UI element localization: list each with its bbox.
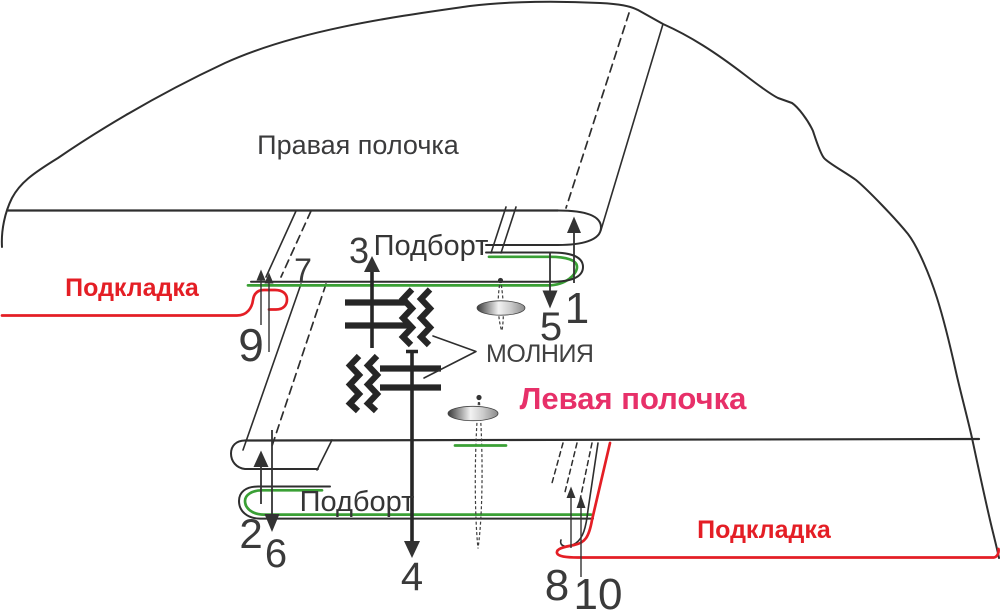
lower-strip-cap (230, 439, 319, 470)
zipper-label-leaders (423, 335, 477, 379)
fold-edge-top (250, 251, 584, 283)
fold-diagonal-dashed-b (271, 283, 327, 447)
step-number-6: 6 (265, 532, 287, 576)
stitch-line-green-top (246, 255, 579, 287)
arrow-step-2 (253, 450, 269, 504)
arrow-step-8 (566, 486, 576, 548)
zipper-teeth-lower (345, 353, 441, 414)
arrow-step-6 (264, 430, 280, 532)
step-number-4: 4 (401, 555, 423, 599)
label-left-front: Левая полочка (520, 381, 747, 416)
arrow-step-9 (264, 272, 274, 352)
thread-tack-upper (476, 277, 526, 332)
step-number-3: 3 (349, 230, 369, 271)
label-facing-bottom: Подборт (300, 486, 415, 518)
jacket-outline (0, 0, 1000, 559)
label-lining-right: Подкладка (697, 516, 832, 544)
step-number-9: 9 (238, 319, 264, 371)
arrow-step-10 (576, 495, 586, 577)
front-inner-edge (600, 23, 664, 231)
arrow-step-1 (567, 216, 581, 283)
arrow-step-4 (404, 349, 420, 558)
thread-tack-lower (447, 394, 508, 549)
lower-fold-dashes (551, 442, 593, 501)
step-number-10: 10 (574, 570, 623, 611)
arrow-step-7 (256, 269, 266, 325)
label-zipper: МОЛНИЯ (486, 340, 593, 368)
fold-diagonal-solid-a (265, 210, 297, 278)
stitch-line-green-bottom (243, 488, 593, 516)
step-number-8: 8 (545, 561, 569, 610)
lining-line-right (555, 441, 1000, 559)
lower-top-edge-line (243, 437, 981, 442)
fold-diagonal-solid-b (242, 283, 302, 451)
fold-diagonal-dashed-a (280, 210, 312, 278)
step-number-1: 1 (565, 284, 589, 333)
lower-fold-edge-curl (559, 442, 599, 548)
step-number-5: 5 (540, 305, 562, 349)
front-fold-dashed (565, 12, 630, 209)
step-number-7: 7 (294, 252, 312, 288)
fold-edge-bottom (238, 485, 594, 520)
label-right-front: Правая полочка (257, 130, 460, 160)
zipper-teeth-upper (345, 287, 435, 348)
arrow-step-5 (542, 252, 558, 309)
facing-break-marks (490, 206, 517, 254)
label-lining-left: Подкладка (65, 274, 200, 302)
step-number-2: 2 (239, 510, 262, 557)
arrow-step-3 (364, 256, 380, 348)
lower-strip-break (316, 439, 333, 471)
label-facing-top: Подборт (374, 230, 489, 262)
